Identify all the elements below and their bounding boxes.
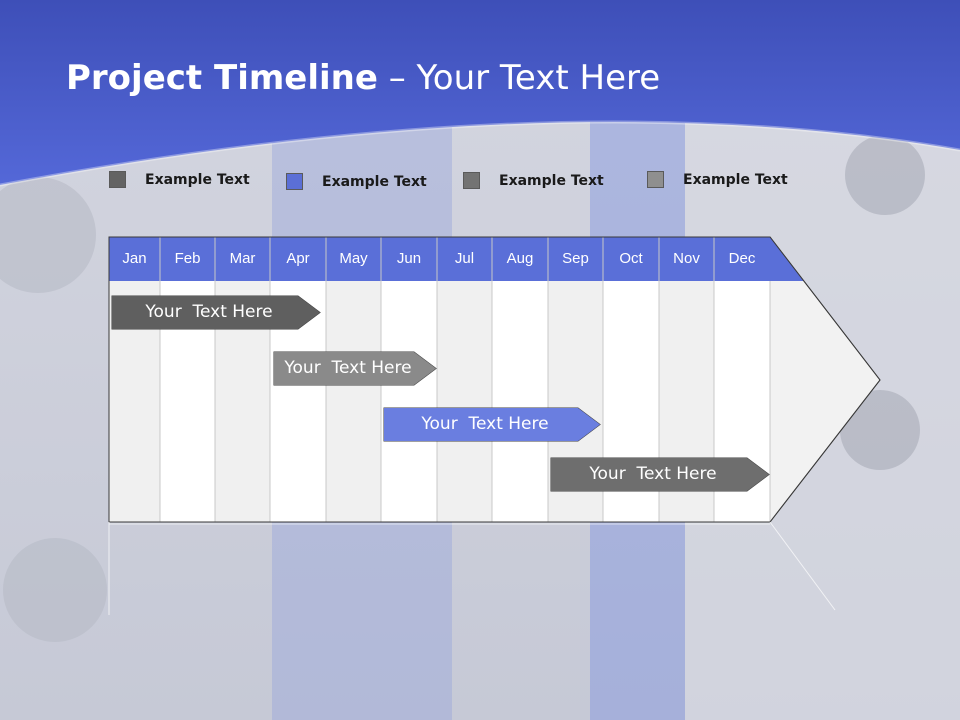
- month-label-may: May: [339, 250, 368, 267]
- legend-label: Example Text: [499, 172, 604, 189]
- legend-item-4: Example Text: [647, 171, 788, 188]
- legend-item-2: Example Text: [286, 173, 427, 190]
- month-label-jul: Jul: [454, 250, 475, 267]
- legend-label: Example Text: [683, 171, 788, 188]
- page-title: Project Timeline – Your Text Here: [66, 58, 660, 98]
- task-bar-2: Your Text Here: [274, 352, 436, 385]
- month-column: [381, 281, 437, 522]
- legend-swatch: [647, 171, 664, 188]
- header-band: [109, 237, 770, 281]
- month-label-jan: Jan: [122, 250, 147, 267]
- title-bold: Project Timeline: [66, 58, 378, 98]
- month-label-mar: Mar: [229, 250, 256, 267]
- legend-swatch: [463, 172, 480, 189]
- month-label-aug: Aug: [506, 250, 534, 267]
- month-label-feb: Feb: [174, 250, 201, 267]
- month-label-sep: Sep: [562, 250, 589, 267]
- legend-item-3: Example Text: [463, 172, 604, 189]
- task-bar-1: Your Text Here: [112, 296, 320, 329]
- month-label-dec: Dec: [728, 250, 756, 267]
- legend-swatch: [286, 173, 303, 190]
- month-label-apr: Apr: [286, 250, 310, 267]
- month-label-jun: Jun: [396, 250, 422, 267]
- reflection-line: [769, 521, 836, 611]
- month-label-nov: Nov: [673, 250, 700, 267]
- task-bar-3: Your Text Here: [384, 408, 600, 441]
- legend-label: Example Text: [145, 171, 250, 188]
- month-label-oct: Oct: [619, 250, 643, 267]
- timeline-arrow-outline: [108, 236, 881, 523]
- legend-label: Example Text: [322, 173, 427, 190]
- legend-swatch: [109, 171, 126, 188]
- title-rest: – Your Text Here: [377, 58, 661, 98]
- month-column: [437, 281, 492, 522]
- month-column: [326, 281, 381, 522]
- legend-item-1: Example Text: [109, 171, 250, 188]
- task-bar-4: Your Text Here: [551, 458, 769, 491]
- month-column: [492, 281, 548, 522]
